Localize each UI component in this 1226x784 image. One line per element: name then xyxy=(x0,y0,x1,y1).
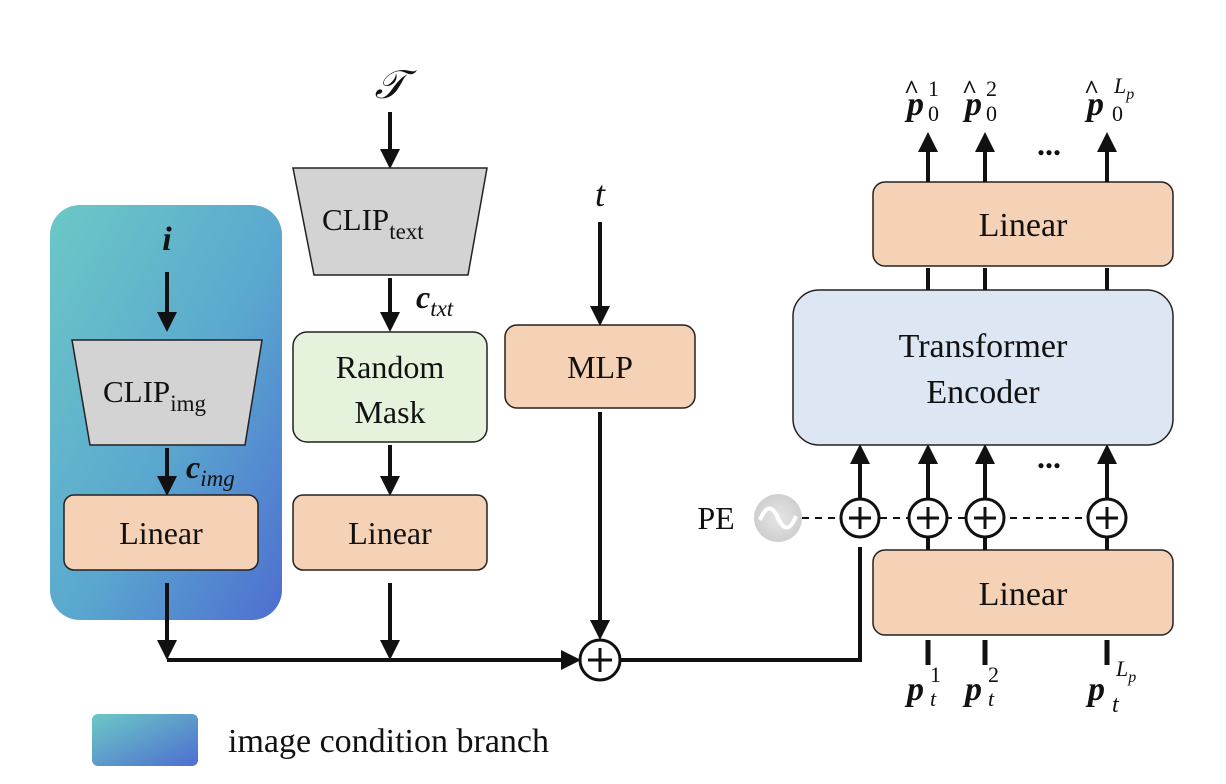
svg-text:p: p xyxy=(962,671,982,708)
svg-text:0: 0 xyxy=(1112,101,1123,126)
legend-swatch xyxy=(92,714,198,766)
svg-text:^: ^ xyxy=(1084,75,1099,104)
input-pt-L: p Lp t xyxy=(1085,656,1136,718)
clip-img-label: CLIPimg xyxy=(103,374,206,416)
svg-text:p: p xyxy=(1084,86,1104,123)
output-linear-box xyxy=(872,181,1174,267)
input-linear-box xyxy=(872,549,1174,636)
svg-text:2: 2 xyxy=(988,662,999,687)
random-mask-box xyxy=(292,331,488,443)
random-mask-line2: Mask xyxy=(354,394,425,430)
clip-img-encoder xyxy=(71,339,263,446)
input-linear-label: Linear xyxy=(979,576,1068,613)
output-p0-2: p ^ 2 0 xyxy=(962,75,997,126)
svg-text:p: p xyxy=(904,671,924,708)
ellipsis-between-outputs: ... xyxy=(1037,126,1061,162)
svg-text:^: ^ xyxy=(962,75,977,104)
clip-text-label: CLIPtext xyxy=(322,202,424,244)
plus-node-time xyxy=(839,497,881,539)
mlp-label: MLP xyxy=(567,349,633,385)
svg-text:Lp: Lp xyxy=(1115,656,1136,686)
image-linear-box xyxy=(63,494,259,571)
transformer-line1: Transformer xyxy=(899,328,1068,365)
svg-text:0: 0 xyxy=(928,101,939,126)
text-linear-box xyxy=(292,494,488,571)
svg-text:1: 1 xyxy=(928,76,939,101)
svg-text:t: t xyxy=(988,686,995,711)
plus-node-2 xyxy=(964,497,1006,539)
sum-to-transformer-line xyxy=(620,547,862,662)
svg-text:t: t xyxy=(1112,692,1120,718)
input-i-label: i xyxy=(162,221,172,258)
c-img-label: cimg xyxy=(186,449,235,491)
output-linear-label: Linear xyxy=(979,207,1068,244)
clip-text-encoder xyxy=(292,167,488,276)
svg-text:p: p xyxy=(962,86,982,123)
pe-sine-wave xyxy=(758,506,798,530)
pe-label: PE xyxy=(697,500,734,536)
plus-node-L xyxy=(1086,497,1128,539)
legend-label: image condition branch xyxy=(228,723,549,760)
svg-text:t: t xyxy=(930,686,937,711)
mlp-box xyxy=(504,324,696,409)
input-pt-2: p 2 t xyxy=(962,662,999,711)
plus-node-1 xyxy=(907,497,949,539)
text-linear-label: Linear xyxy=(348,515,432,551)
input-T-label: 𝒯 xyxy=(375,62,418,107)
svg-text:2: 2 xyxy=(986,76,997,101)
svg-text:^: ^ xyxy=(904,75,919,104)
image-linear-label: Linear xyxy=(119,515,203,551)
random-mask-line1: Random xyxy=(336,349,445,385)
output-p0-L: p ^ Lp 0 xyxy=(1084,73,1134,126)
svg-text:Lp: Lp xyxy=(1113,73,1134,103)
input-pt-1: p 1 t xyxy=(904,662,941,711)
input-t-label: t xyxy=(595,174,606,214)
transformer-encoder-box xyxy=(792,289,1174,446)
svg-text:p: p xyxy=(904,86,924,123)
output-p0-1: p ^ 1 0 xyxy=(904,75,939,126)
transformer-line2: Encoder xyxy=(926,374,1040,411)
c-txt-label: ctxt xyxy=(416,279,454,321)
svg-text:1: 1 xyxy=(930,662,941,687)
svg-text:p: p xyxy=(1085,671,1105,708)
svg-text:0: 0 xyxy=(986,101,997,126)
